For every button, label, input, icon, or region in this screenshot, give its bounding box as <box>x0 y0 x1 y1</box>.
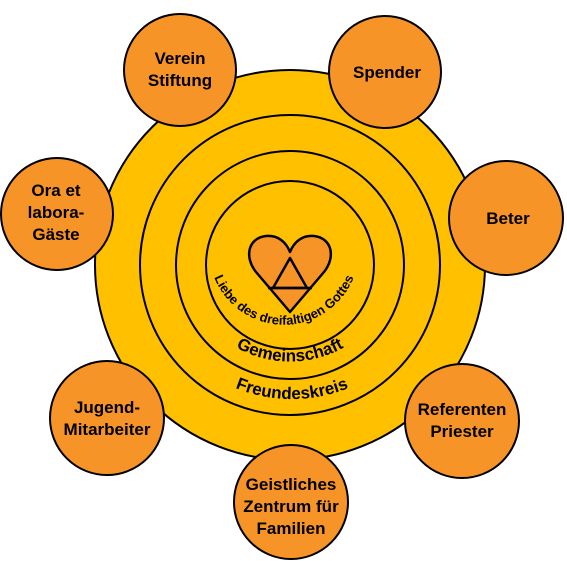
node-beter: Beter <box>448 160 564 276</box>
node-ora-line1: Ora et <box>31 181 80 200</box>
node-zentrum-line2: Zentrum für <box>243 497 339 516</box>
node-jugend-line2: Mitarbeiter <box>64 420 151 439</box>
node-referenten-line2: Priester <box>430 422 494 441</box>
node-ora-line2: labora- <box>28 203 85 222</box>
node-zentrum-line1: Geistliches <box>246 475 337 494</box>
node-verein-line1: Verein <box>154 49 205 68</box>
node-geistliches-zentrum: Geistliches Zentrum für Familien <box>233 444 349 560</box>
node-zentrum-line3: Familien <box>257 519 326 538</box>
node-spender: Spender <box>328 15 442 129</box>
heart-trinity-icon <box>247 234 333 314</box>
node-beter-line1: Beter <box>486 209 530 228</box>
node-spender-line1: Spender <box>353 63 421 82</box>
node-referenten-line1: Referenten <box>418 400 507 419</box>
node-ora-et-labora: Ora et labora- Gäste <box>0 157 114 271</box>
node-verein-line2: Stiftung <box>148 71 212 90</box>
node-referenten-priester: Referenten Priester <box>404 363 520 479</box>
node-verein-stiftung: Verein Stiftung <box>123 13 237 127</box>
node-ora-line3: Gäste <box>32 225 79 244</box>
node-jugend-line1: Jugend- <box>74 398 140 417</box>
node-jugend-mitarbeiter: Jugend- Mitarbeiter <box>49 360 165 476</box>
